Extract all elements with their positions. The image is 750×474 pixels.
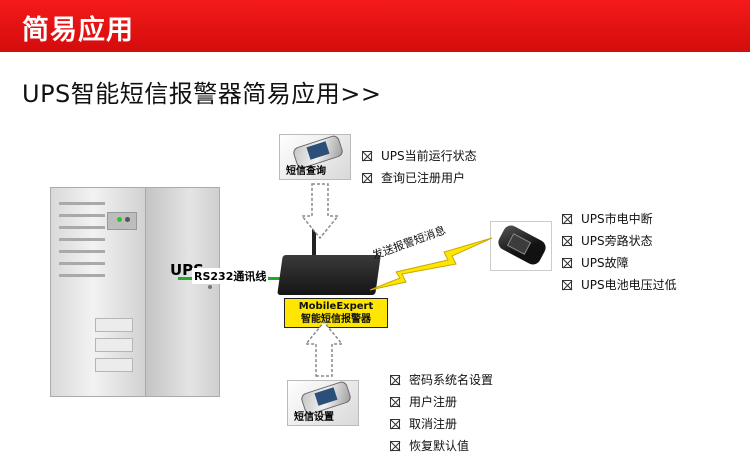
checkbox-x-icon: [390, 397, 400, 407]
ups-vent: [59, 226, 105, 229]
list-item: UPS电池电压过低: [562, 274, 677, 296]
setup-item-list: 密码系统名设置 用户注册 取消注册 恢复默认值: [390, 369, 493, 457]
checkbox-x-icon: [390, 441, 400, 451]
status-led-icon: [125, 217, 130, 222]
ups-vent: [59, 274, 105, 277]
query-phone-tag: 短信查询: [286, 166, 326, 177]
setup-phone-tag: 短信设置: [294, 412, 334, 423]
list-item-label: 查询已注册用户: [381, 171, 466, 185]
checkbox-x-icon: [562, 214, 572, 224]
arrow-down-icon: [300, 183, 340, 240]
setup-phone-image: 短信设置: [287, 380, 359, 426]
ups-cabinet: UPS: [50, 187, 220, 397]
ups-drawer: [95, 338, 133, 352]
ups-vent: [59, 250, 105, 253]
list-item: 查询已注册用户: [362, 167, 477, 189]
banner-title: 简易应用: [22, 15, 134, 46]
ups-vent: [59, 262, 105, 265]
ups-drawer: [95, 318, 133, 332]
list-item: 取消注册: [390, 413, 493, 435]
list-item-label: 取消注册: [409, 417, 458, 431]
alarm-phone-image: [490, 221, 552, 271]
list-item-label: 用户注册: [409, 395, 458, 409]
rs232-label: RS232通讯线: [192, 268, 269, 284]
checkbox-x-icon: [562, 258, 572, 268]
ups-drawer: [95, 358, 133, 372]
list-item-label: UPS市电中断: [581, 212, 653, 226]
ups-vent: [59, 214, 105, 217]
status-led-icon: [117, 217, 122, 222]
list-item-label: 密码系统名设置: [409, 373, 494, 387]
device-name: 智能短信报警器: [301, 314, 371, 325]
list-item: UPS市电中断: [562, 208, 677, 230]
list-item-label: UPS故障: [581, 256, 629, 270]
ups-vent: [59, 202, 105, 205]
alarm-item-list: UPS市电中断 UPS旁路状态 UPS故障 UPS电池电压过低: [562, 208, 677, 296]
list-item-label: UPS当前运行状态: [381, 149, 477, 163]
arrow-up-icon: [304, 320, 344, 377]
query-item-list: UPS当前运行状态 查询已注册用户: [362, 145, 477, 189]
ups-knob-icon: [208, 285, 212, 289]
device-label: MobileExpert 智能短信报警器: [284, 298, 388, 328]
antenna-icon: [312, 208, 316, 260]
checkbox-x-icon: [390, 375, 400, 385]
ups-vent: [59, 238, 105, 241]
lightning-bolt-icon: [369, 237, 493, 291]
list-item-label: UPS旁路状态: [581, 234, 653, 248]
list-item: 密码系统名设置: [390, 369, 493, 391]
device-brand: MobileExpert: [298, 301, 374, 312]
list-item: UPS故障: [562, 252, 677, 274]
query-phone-image: 短信查询: [279, 134, 351, 180]
header-banner: 简易应用: [0, 0, 750, 52]
checkbox-x-icon: [362, 151, 372, 161]
ups-control-panel: [107, 212, 137, 230]
ups-front-panel: [50, 187, 146, 397]
list-item-label: 恢复默认值: [409, 439, 470, 453]
list-item: UPS旁路状态: [562, 230, 677, 252]
list-item: UPS当前运行状态: [362, 145, 477, 167]
checkbox-x-icon: [562, 236, 572, 246]
checkbox-x-icon: [362, 173, 372, 183]
list-item: 用户注册: [390, 391, 493, 413]
list-item: 恢复默认值: [390, 435, 493, 457]
checkbox-x-icon: [390, 419, 400, 429]
page-title: UPS智能短信报警器简易应用>>: [22, 80, 382, 108]
ups-side-panel: [146, 187, 220, 397]
checkbox-x-icon: [562, 280, 572, 290]
list-item-label: UPS电池电压过低: [581, 278, 677, 292]
